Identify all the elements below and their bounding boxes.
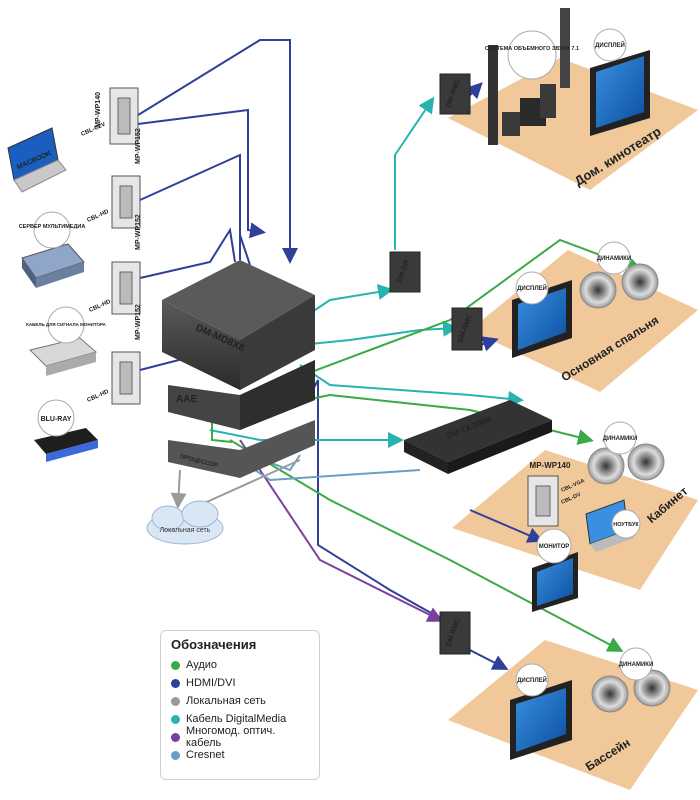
office-monitor-label: МОНИТОР (539, 544, 570, 550)
legend-dot-hdmi (171, 678, 180, 688)
rack-processor: ПРОЦЕССОР (168, 420, 315, 478)
wp152-b-label: MP-WP152 (135, 214, 142, 250)
rack-switcher: DM-MD8X8 (162, 260, 315, 390)
bluray-device: BLU-RAY (34, 399, 98, 462)
legend-label-audio: Аудио (186, 659, 218, 671)
bedroom-speaker-label: ДИНАМИКИ (597, 256, 632, 262)
dm-dr-box: DM-DR (389, 251, 421, 293)
pool-speaker-label: ДИНАМИКИ (619, 662, 654, 668)
cable-hd-b-label: CBL-HD (88, 299, 112, 314)
legend-dot-lan (171, 696, 180, 706)
signal-receiver-label: КАБЕЛЬ ДЛЯ СИГНАЛА МОНИТОРА (26, 322, 106, 327)
cable-hd-c-label: CBL-HD (86, 389, 110, 404)
laptop-label: НОУТБУК (613, 522, 639, 528)
dm-rmc-mid-box: DM-RMC (451, 307, 483, 351)
office-speaker-label: ДИНАМИКИ (603, 436, 638, 442)
wallplate-wp152-c: MP-WP152 CBL-HD (86, 304, 142, 405)
legend-label-dm: Кабель DigitalMedia (186, 713, 287, 725)
fiber-cables (239, 439, 444, 622)
macbook-device: MACBOOK (7, 127, 67, 193)
pool-floor (448, 640, 698, 790)
wp140-office-label: MP-WP140 (530, 461, 571, 470)
legend-item-fiber: Многомод. оптич. кабель (171, 725, 309, 749)
legend-item-hdmi: HDMI/DVI (171, 674, 309, 692)
wallplate-wp152-b: MP-WP152 CBL-HD (88, 214, 142, 315)
media-server-label: СЕРВЕР МУЛЬТИМЕДИА (19, 224, 86, 230)
legend-box: Обозначения Аудио HDMI/DVI Локальная сет… (160, 630, 320, 780)
wp152-c-label: MP-WP152 (135, 304, 142, 340)
cable-hd-a-label: CBL-HD (86, 209, 110, 224)
wp140-top-label: MP-WP140 (95, 92, 102, 128)
rack-amplifier: AAE (168, 360, 315, 430)
network-cloud-label: Локальная сеть (160, 527, 211, 534)
legend-label-cresnet: Cresnet (186, 749, 225, 761)
wp152-a-label: MP-WP152 (135, 128, 142, 164)
legend-label-lan: Локальная сеть (186, 695, 266, 707)
bluray-label: BLU-RAY (41, 416, 72, 423)
home-theater-display-label: ДИСПЛЕЙ (595, 41, 625, 49)
lan-cables (170, 459, 301, 509)
bedroom-display-label: ДИСПЛЕЙ (517, 284, 547, 292)
signal-receiver-device: КАБЕЛЬ ДЛЯ СИГНАЛА МОНИТОРА (26, 306, 107, 376)
legend-dot-fiber (171, 732, 180, 742)
pool-display-label: ДИСПЛЕЙ (517, 676, 547, 684)
cable-c2v-label: CBL-C2V (80, 122, 106, 138)
dm-cables (209, 96, 524, 448)
dm-rmc-bottom-box: DM-RMC (439, 611, 471, 655)
network-cloud: Локальная сеть (146, 500, 224, 545)
home-theater-floor (448, 58, 698, 190)
legend-label-hdmi: HDMI/DVI (186, 677, 236, 689)
dm-rmc-top-box: DM-RMC (439, 73, 471, 115)
home-theater-speaker-label: СИСТЕМА ОБЪЕМНОГО ЗВУКА 7.1 (485, 46, 579, 52)
amp-label: AAE (176, 394, 197, 405)
media-server-device: СЕРВЕР МУЛЬТИМЕДИА (19, 211, 86, 288)
legend-item-audio: Аудио (171, 656, 309, 674)
legend-dot-cresnet (171, 750, 180, 760)
legend-title: Обозначения (171, 637, 257, 652)
office-floor (452, 450, 698, 590)
legend-dot-audio (171, 660, 180, 670)
legend-label-fiber: Многомод. оптич. кабель (186, 725, 276, 749)
legend-item-cresnet: Cresnet (171, 746, 309, 764)
wallplate-wp140: MP-WP140 CBL-C2V (80, 87, 139, 145)
legend-dot-dm (171, 714, 180, 724)
legend-item-dm: Кабель DigitalMedia (171, 710, 309, 728)
dm-tx-box: DM-TX-300N (404, 400, 552, 474)
legend-item-lan: Локальная сеть (171, 692, 309, 710)
